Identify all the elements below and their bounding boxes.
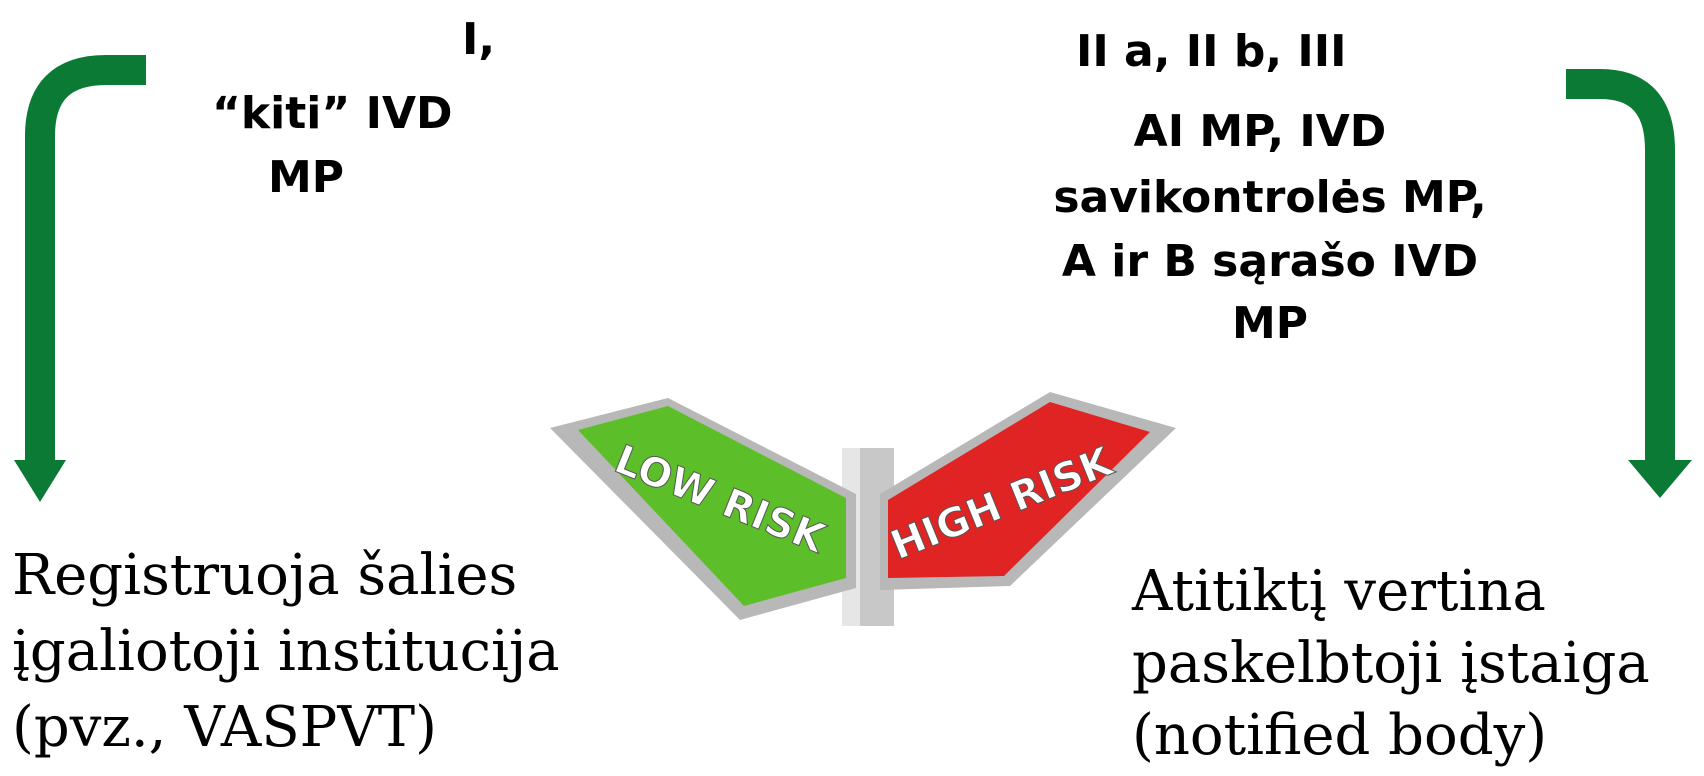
left-down-arrow bbox=[14, 55, 146, 502]
right-devices-line4: MP bbox=[1231, 298, 1309, 349]
left-class-label: I, bbox=[462, 14, 496, 65]
right-down-arrow bbox=[1566, 69, 1692, 498]
right-class-label: II a, II b, III bbox=[1076, 26, 1347, 77]
left-result-line2: įgaliotoji institucija bbox=[12, 619, 560, 684]
left-devices-line1: “kiti” IVD bbox=[212, 88, 453, 139]
left-result-line1: Registruoja šalies bbox=[12, 543, 518, 608]
right-devices-line1: AI MP, IVD bbox=[1133, 106, 1387, 157]
right-result-line1: Atitiktį vertina bbox=[1132, 559, 1546, 624]
right-result-line3: (notified body) bbox=[1132, 703, 1548, 768]
right-devices-line2: savikontrolės MP, bbox=[1053, 172, 1487, 223]
right-devices-line3: A ir B sąrašo IVD bbox=[1061, 236, 1479, 287]
risk-signpost: LOW RISK HIGH RISK bbox=[550, 392, 1176, 626]
left-result-line3: (pvz., VASPVT) bbox=[12, 695, 438, 760]
right-result-line2: paskelbtoji įstaiga bbox=[1132, 631, 1650, 696]
left-devices-line2: MP bbox=[268, 152, 345, 203]
